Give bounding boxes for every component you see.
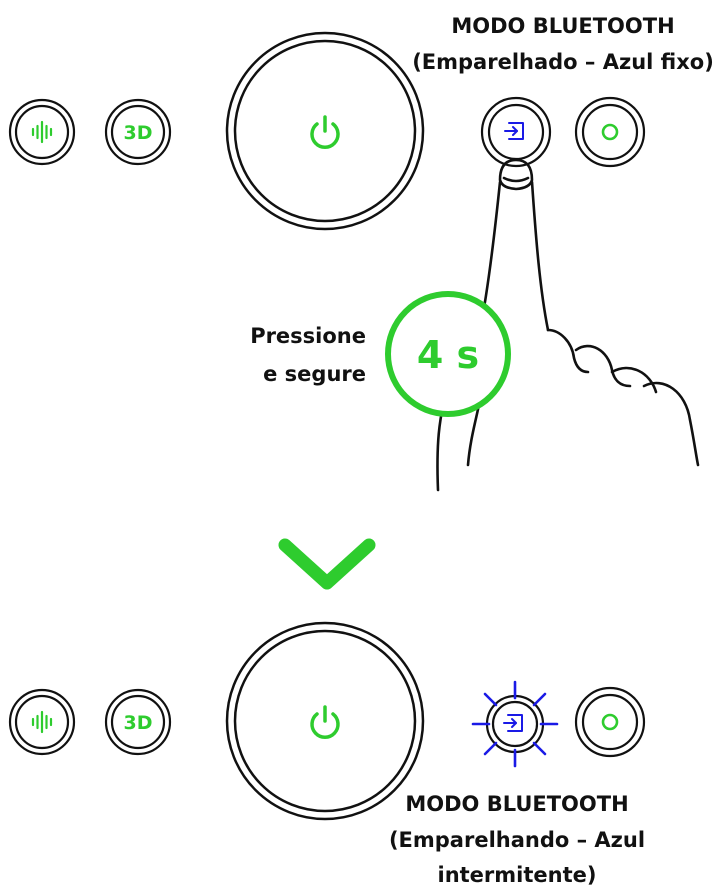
top-button-row: 3D	[8, 31, 646, 231]
top-mode-label-line1: MODO BLUETOOTH	[451, 14, 674, 38]
top-mode-label-line2: (Emparelhado – Azul fixo)	[412, 50, 713, 74]
sound-wave-icon	[31, 710, 53, 734]
bottom-power-button	[225, 621, 425, 821]
bottom-mode-label-line1: MODO BLUETOOTH	[405, 792, 628, 816]
bottom-ring-button	[574, 686, 646, 758]
hold-time-label: 4 s	[417, 333, 479, 377]
bottom-mode-label-line3: intermitente)	[438, 863, 597, 887]
top-3d-label: 3D	[124, 122, 153, 144]
chevron-down-icon	[278, 538, 376, 590]
bottom-source-button-blinking	[471, 680, 559, 768]
power-icon	[310, 115, 340, 149]
power-icon	[310, 705, 340, 739]
instruction-line2: e segure	[263, 362, 366, 386]
input-source-icon	[503, 714, 523, 732]
top-3d-button: 3D	[104, 98, 172, 166]
bottom-sound-button	[8, 688, 76, 756]
bottom-3d-button: 3D	[104, 688, 172, 756]
top-source-button	[480, 96, 552, 168]
bottom-3d-label: 3D	[124, 712, 153, 734]
pressing-hand	[436, 158, 700, 492]
top-power-button	[225, 31, 425, 231]
hold-time-badge: 4 s	[385, 291, 511, 417]
top-sound-button	[8, 98, 76, 166]
instruction-line1: Pressione	[250, 324, 366, 348]
sound-wave-icon	[31, 120, 53, 144]
ring-icon	[601, 123, 619, 141]
ring-icon	[601, 713, 619, 731]
bottom-mode-label-line2: (Emparelhando – Azul	[389, 828, 645, 852]
blink-rays-icon	[471, 680, 559, 768]
top-ring-button	[574, 96, 646, 168]
bottom-button-row: 3D	[8, 621, 646, 821]
input-source-icon	[504, 122, 524, 140]
